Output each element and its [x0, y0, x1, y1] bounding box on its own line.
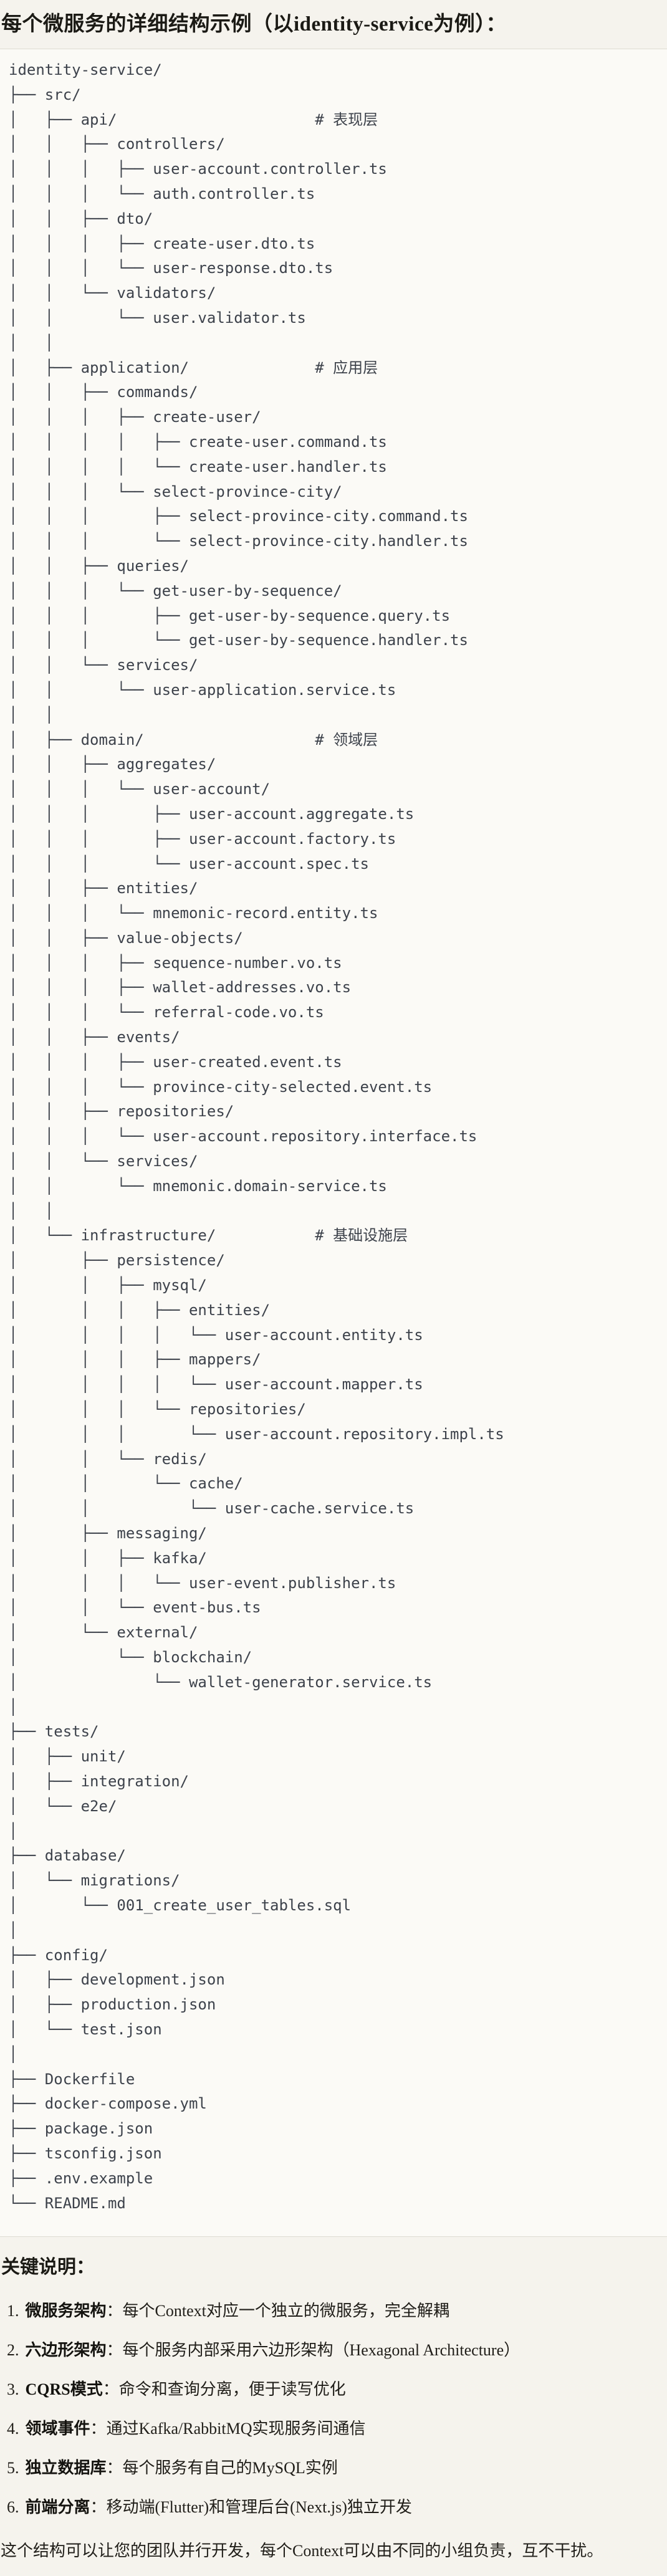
note-item-2: 2. 六边形架构：每个服务内部采用六边形架构（Hexagonal Architec…: [0, 2339, 662, 2362]
note-text: ：每个服务内部采用六边形架构（Hexagonal Architecture）: [106, 2341, 521, 2360]
page-title: 每个微服务的详细结构示例（以identity-service为例）：: [1, 13, 507, 36]
closing-paragraph: 这个结构可以让您的团队并行开发，每个Context可以由不同的小组负责，互不干扰…: [1, 2542, 603, 2560]
note-label: 微服务架构: [25, 2302, 107, 2320]
note-number: 6.: [7, 2498, 19, 2517]
note-label: 独立数据库: [25, 2459, 107, 2478]
note-text: ：每个Context对应一个独立的微服务，完全解耦: [106, 2302, 449, 2320]
note-text: ：移动端(Flutter)和管理后台(Next.js)独立开发: [90, 2498, 412, 2517]
notes-section: 关键说明： 1. 微服务架构：每个Context对应一个独立的微服务，完全解耦 2…: [0, 2256, 667, 2563]
note-item-6: 6. 前端分离：移动端(Flutter)和管理后台(Next.js)独立开发: [0, 2496, 662, 2519]
note-label: 六边形架构: [25, 2341, 107, 2360]
note-label: CQRS模式: [25, 2380, 103, 2399]
document-page: 每个微服务的详细结构示例（以identity-service为例）： ident…: [0, 10, 667, 2563]
note-text: ：命令和查询分离，便于读写优化: [102, 2380, 346, 2399]
note-text: ：每个服务有自己的MySQL实例: [106, 2459, 338, 2478]
note-label: 前端分离: [25, 2498, 90, 2517]
note-number: 3.: [7, 2380, 19, 2399]
file-tree: identity-service/ ├── src/ │ ├── api/ # …: [9, 61, 504, 2212]
note-item-5: 5. 独立数据库：每个服务有自己的MySQL实例: [0, 2456, 662, 2480]
note-item-1: 1. 微服务架构：每个Context对应一个独立的微服务，完全解耦: [0, 2299, 662, 2323]
note-number: 2.: [7, 2341, 19, 2360]
note-label: 领域事件: [25, 2420, 90, 2438]
note-number: 4.: [7, 2420, 19, 2438]
note-text: ：通过Kafka/RabbitMQ实现服务间通信: [90, 2420, 366, 2438]
notes-heading: 关键说明：: [1, 2257, 95, 2278]
note-item-4: 4. 领域事件：通过Kafka/RabbitMQ实现服务间通信: [0, 2417, 662, 2441]
note-number: 1.: [7, 2302, 19, 2320]
note-number: 5.: [7, 2459, 19, 2478]
note-item-3: 3. CQRS模式：命令和查询分离，便于读写优化: [0, 2378, 662, 2401]
code-block: identity-service/ ├── src/ │ ├── api/ # …: [0, 49, 667, 2238]
